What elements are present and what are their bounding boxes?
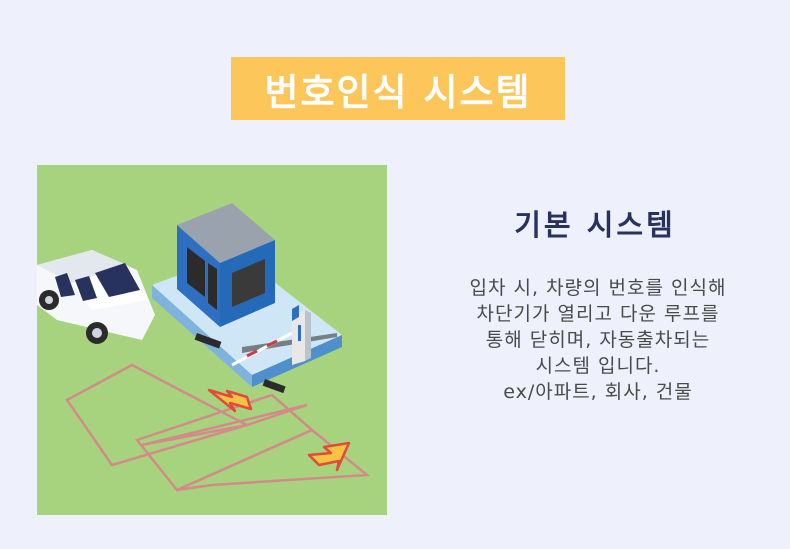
description-line: 차단기가 열리고 다운 루프를 xyxy=(476,303,720,325)
title-banner: 번호인식 시스템 xyxy=(231,57,565,120)
lane-box-1 xyxy=(65,363,251,467)
description-line: 통해 닫히며, 자동출차되는 xyxy=(485,329,711,351)
car xyxy=(37,250,155,344)
page-title: 번호인식 시스템 xyxy=(264,70,532,114)
barrier-gate xyxy=(231,305,311,367)
description-line: ex/아파트, 회사, 건물 xyxy=(503,381,693,403)
loop-sensor-2 xyxy=(262,379,286,394)
description-line: 시스템 입니다. xyxy=(535,355,661,377)
parking-booth xyxy=(177,203,275,327)
description-line: 입차 시, 차량의 번호를 인식해 xyxy=(469,277,727,299)
arrow-icon-exit xyxy=(307,441,351,472)
parking-system-illustration xyxy=(37,165,387,515)
loop-sensor-1 xyxy=(194,333,222,349)
arrow-icon-entry xyxy=(207,388,253,413)
lane-markings xyxy=(65,363,371,492)
system-description: 입차 시, 차량의 번호를 인식해 차단기가 열리고 다운 루프를 통해 닫히며… xyxy=(418,275,778,405)
lane-box-3 xyxy=(176,428,371,492)
lane-box-1-edge xyxy=(141,403,308,447)
section-subtitle: 기본 시스템 xyxy=(514,208,676,242)
